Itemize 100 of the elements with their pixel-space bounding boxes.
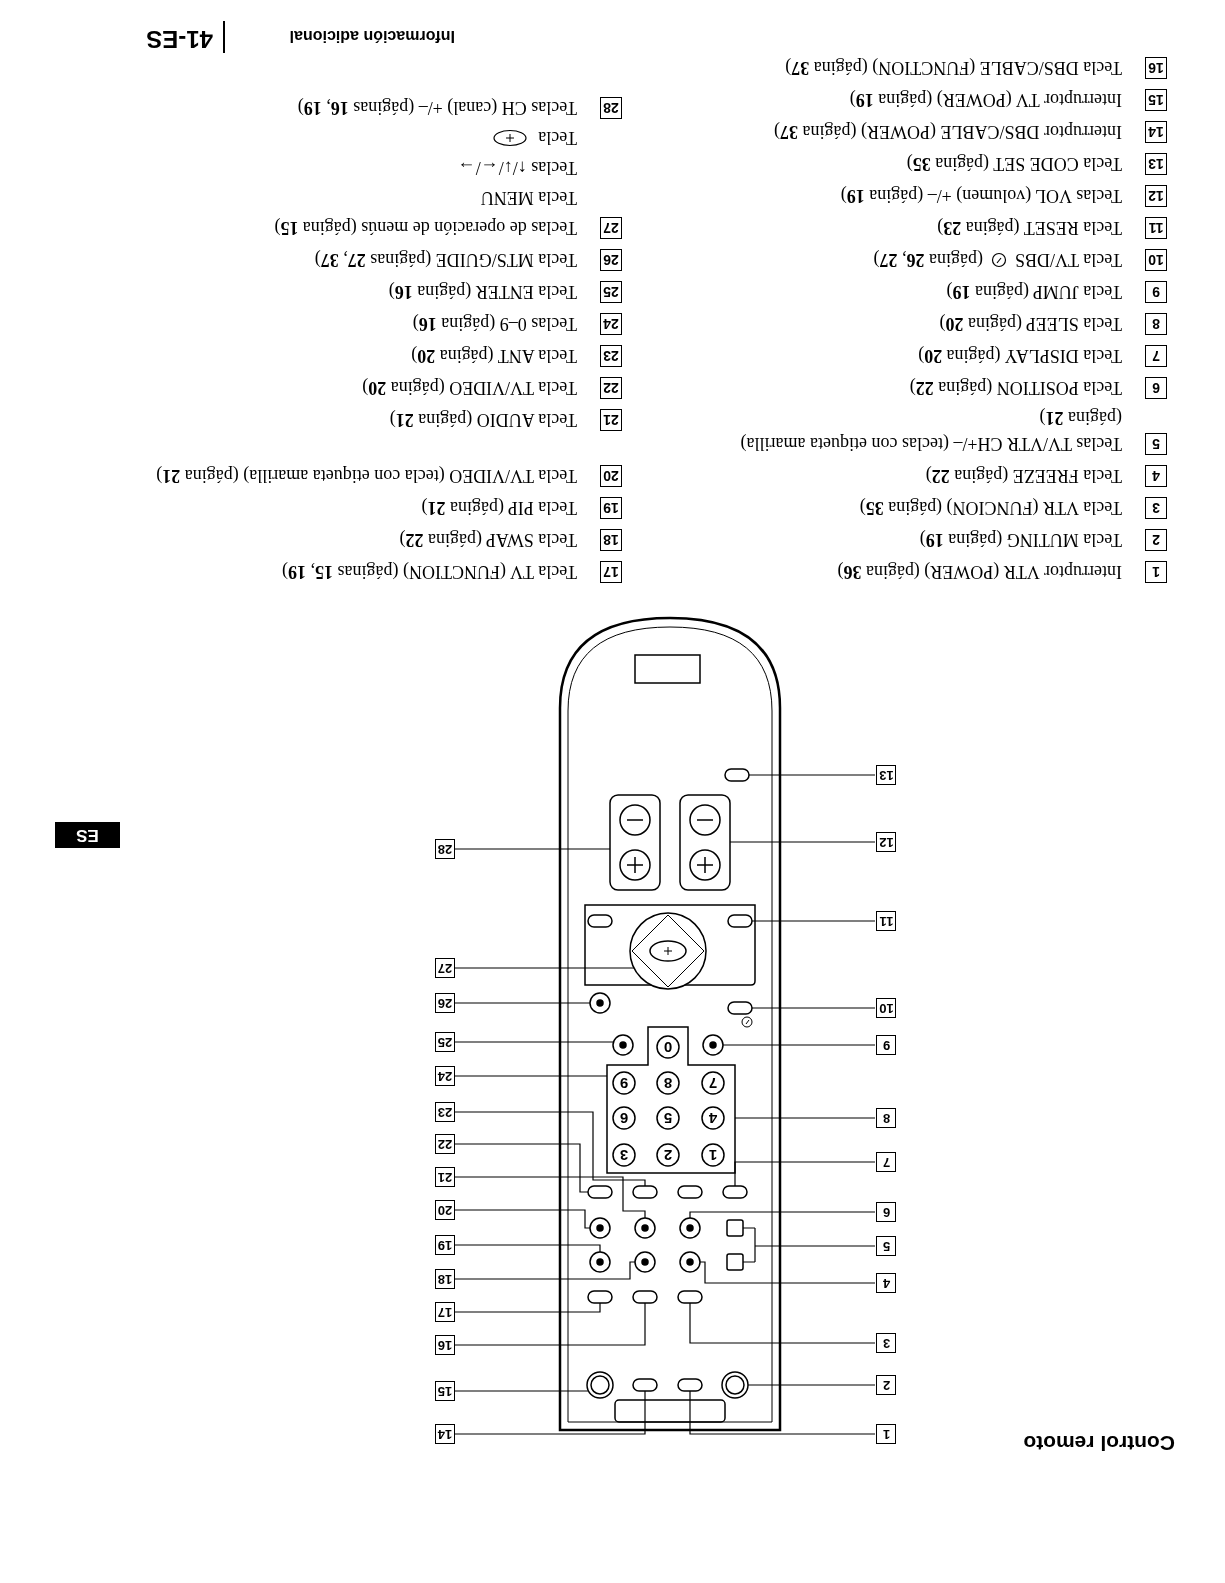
item-description: Tecla TV (FUNCTION) (páginas 15, 19) [280,561,577,584]
oval-button [632,1290,658,1304]
leader-line [454,1209,591,1229]
item-number: 16 [1145,57,1167,79]
round-button [589,1217,611,1239]
oval-button [724,768,750,782]
item-number: 9 [1145,281,1167,303]
leader-line [689,1302,876,1344]
item-description: Tecla TV/VIDEO (página 20) [361,377,577,400]
item-description: Tecla TV/DBS [1015,249,1122,272]
key-label: 8 [662,1074,674,1092]
callout-number: 24 [435,1066,455,1087]
item-description: Tecla MTS/GUIDE (páginas 27, 37) [313,249,577,272]
item-description: Tecla ANT (página 20) [410,345,577,368]
round-button [702,1034,724,1056]
item-description: Tecla MUTING (página 19) [918,529,1122,552]
item-description: Interruptor VTR (POWER) (página 36) [836,561,1122,584]
item-number: 27 [600,217,622,239]
item-number: 11 [1145,217,1167,239]
item-number: 28 [600,97,622,119]
leader-line [454,1261,636,1280]
item-number: 26 [600,249,622,271]
key-label: 6 [618,1109,630,1127]
number-keypad [606,1026,736,1174]
callout-number: 15 [435,1381,455,1402]
callout-number: 9 [876,1035,897,1056]
oval-button [677,1378,703,1392]
item-number: 21 [600,409,622,431]
callout-number: 3 [876,1333,897,1354]
callout-number: 6 [876,1202,897,1223]
item-description: Teclas CH (canal) +/– (páginas 16, 19) [296,97,577,120]
key-label: 3 [618,1146,630,1164]
round-button [634,1251,656,1273]
oval-button [587,1185,613,1199]
item-number: 7 [1145,345,1167,367]
item-description: Teclas de operación de menús (página 15) [273,217,577,240]
leader-line [454,1302,646,1346]
leader-line [748,774,876,776]
callout-number: 2 [876,1375,897,1396]
item-description: Tecla RESET (página 23) [936,217,1122,240]
callout-number: 8 [876,1108,897,1129]
item-number: 25 [600,281,622,303]
callout-number: 17 [435,1302,455,1323]
item-description: Teclas 0–9 (página 16) [411,313,577,336]
oval-button [632,1378,658,1392]
callout-number: 27 [435,958,455,979]
leader-line [454,1041,614,1043]
square-buttons [726,1219,744,1271]
item-description: Tecla POSITION (página 22) [908,377,1122,400]
leader-line [689,1390,876,1435]
leader-line [454,1302,601,1313]
item-number: 13 [1145,153,1167,175]
leader-line [454,1390,589,1392]
item-number: 20 [600,465,622,487]
oval-button [587,1290,613,1304]
round-button [586,1371,614,1399]
item-description: Interruptor TV (POWER) (página 19) [848,89,1122,112]
round-button [679,1217,701,1239]
round-button [612,1034,634,1056]
callout-number: 10 [876,998,897,1019]
item-description: Tecla PIP (página 21) [420,497,577,520]
round-button [679,1251,701,1273]
item-number: 15 [1145,89,1167,111]
callout-number: 14 [435,1424,455,1445]
callout-number: 25 [435,1032,455,1053]
item-description: Tecla SLEEP (página 20) [938,313,1122,336]
callout-number: 12 [876,832,897,853]
leader-line [747,1384,876,1386]
leader-line [689,1211,876,1219]
leader-line [734,1117,876,1119]
item-number: 18 [600,529,622,551]
item-number: 4 [1145,465,1167,487]
item-description: Tecla [538,127,577,150]
page-number: 41-ES [146,25,213,53]
callout-number: 23 [435,1102,455,1123]
joystick-pad [629,912,707,990]
item-description: Teclas TV/VTR CH+/– (teclas con etiqueta amarilla) (página 21) [739,407,1122,456]
item-description: Tecla DBS/CABLE (FUNCTION) (página 37) [784,57,1122,80]
callout-number: 19 [435,1235,455,1256]
leader-line [454,967,635,969]
leader-line [751,920,876,922]
item-number: 14 [1145,121,1167,143]
callout-number: 4 [876,1273,897,1294]
item-number: 12 [1145,185,1167,207]
key-label: 5 [662,1109,674,1127]
item-description: (página 26, 27) [873,249,984,272]
key-label: 9 [618,1074,630,1092]
oval-button [632,1185,658,1199]
rocker-button [609,794,661,891]
key-label: 7 [707,1074,719,1092]
item-number: 17 [600,561,622,583]
item-description: Tecla CODE SET (página 35) [905,153,1122,176]
callout-number: 28 [435,839,455,860]
oval-button [727,1001,753,1015]
callout-number: 20 [435,1200,455,1221]
leader-line [454,1390,646,1435]
item-description: Tecla AUDIO (página 21) [388,409,577,432]
oval-button [727,914,753,928]
item-number: 2 [1145,529,1167,551]
leader-line [454,1176,646,1219]
